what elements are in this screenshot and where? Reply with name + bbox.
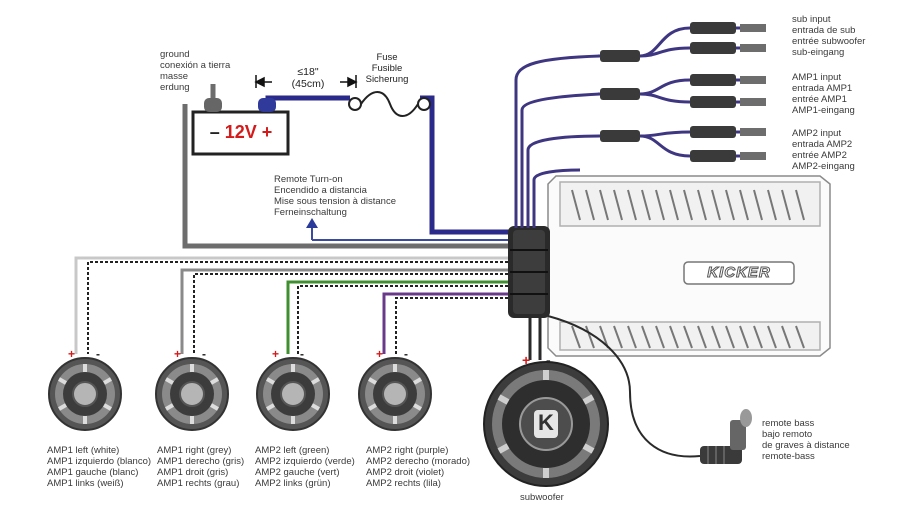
amp2-left-wire	[286, 280, 508, 354]
ground-label: ground conexión a tierra masse erdung	[160, 49, 231, 93]
speaker2-plus: +	[174, 347, 182, 361]
distance-marker	[254, 75, 358, 88]
remote-turnon-wire	[311, 226, 510, 241]
remote-bass-wire	[547, 315, 701, 458]
subwoofer-minus: -	[546, 352, 551, 368]
speaker1-plus: +	[68, 347, 76, 361]
amp2-right-wire	[382, 292, 508, 354]
ground-wire	[182, 84, 510, 249]
speaker3-plus: +	[272, 347, 280, 361]
amp1-left-wire	[74, 256, 508, 354]
speaker4-minus: -	[404, 347, 408, 361]
speaker-amp2-right	[358, 357, 432, 431]
battery-minus-sign: –	[209, 122, 220, 142]
fuse-label: Fuse Fusible Sicherung	[365, 52, 409, 85]
subwoofer-logo: K	[538, 410, 554, 435]
sub-input-label: sub input entrada de sub entrée subwoofe…	[792, 14, 866, 58]
amplifier	[547, 175, 831, 357]
fuse-icon	[348, 91, 431, 117]
subwoofer-wire	[528, 318, 542, 360]
amp1-input-splitter	[598, 74, 766, 108]
amp2-input-label: AMP2 input entrada AMP2 entrée AMP2 AMP2…	[792, 128, 855, 172]
speaker-wires	[74, 256, 508, 354]
kicker-logo: KICKER	[707, 264, 771, 282]
speaker2-minus: -	[202, 347, 206, 361]
battery-plus-sign: +	[261, 122, 273, 142]
remote-bass-knob-icon	[700, 409, 752, 464]
speaker-amp1-right-label: AMP1 right (grey) AMP1 derecho (gris) AM…	[157, 445, 245, 489]
amp1-right-wire	[180, 268, 508, 354]
sub-input-splitter	[598, 22, 766, 62]
subwoofer-plus: +	[522, 352, 531, 368]
rca-input-wires	[514, 54, 601, 228]
speaker-amp2-left	[256, 357, 330, 431]
speaker4-plus: +	[376, 347, 384, 361]
battery-voltage: 12V	[224, 122, 257, 142]
battery-label: – 12V +	[198, 120, 284, 144]
subwoofer	[483, 361, 609, 487]
subwoofer-label: subwoofer	[520, 492, 564, 503]
amp2-input-splitter	[598, 126, 766, 162]
speaker3-minus: -	[300, 347, 304, 361]
amp1-input-label: AMP1 input entrada AMP1 entrée AMP1 AMP1…	[792, 72, 855, 116]
remote-turnon-arrow-icon	[306, 218, 318, 228]
speaker-amp2-left-label: AMP2 left (green) AMP2 izquierdo (verde)…	[255, 445, 355, 489]
speaker-amp1-left	[48, 357, 122, 431]
speaker-amp1-right	[155, 357, 229, 431]
remote-turnon-label: Remote Turn-on Encendido a distancia Mis…	[274, 174, 396, 218]
remote-bass-label: remote bass bajo remoto de graves à dist…	[762, 418, 850, 462]
rca-splitters	[598, 22, 766, 162]
speaker1-minus: -	[96, 347, 100, 361]
harness-connector	[508, 226, 550, 318]
speaker-amp1-left-label: AMP1 left (white) AMP1 izquierdo (blanco…	[47, 445, 152, 489]
battery	[191, 98, 290, 156]
speaker-amp2-right-label: AMP2 right (purple) AMP2 derecho (morado…	[366, 445, 471, 489]
distance-label: ≤18" (45cm)	[291, 66, 325, 90]
